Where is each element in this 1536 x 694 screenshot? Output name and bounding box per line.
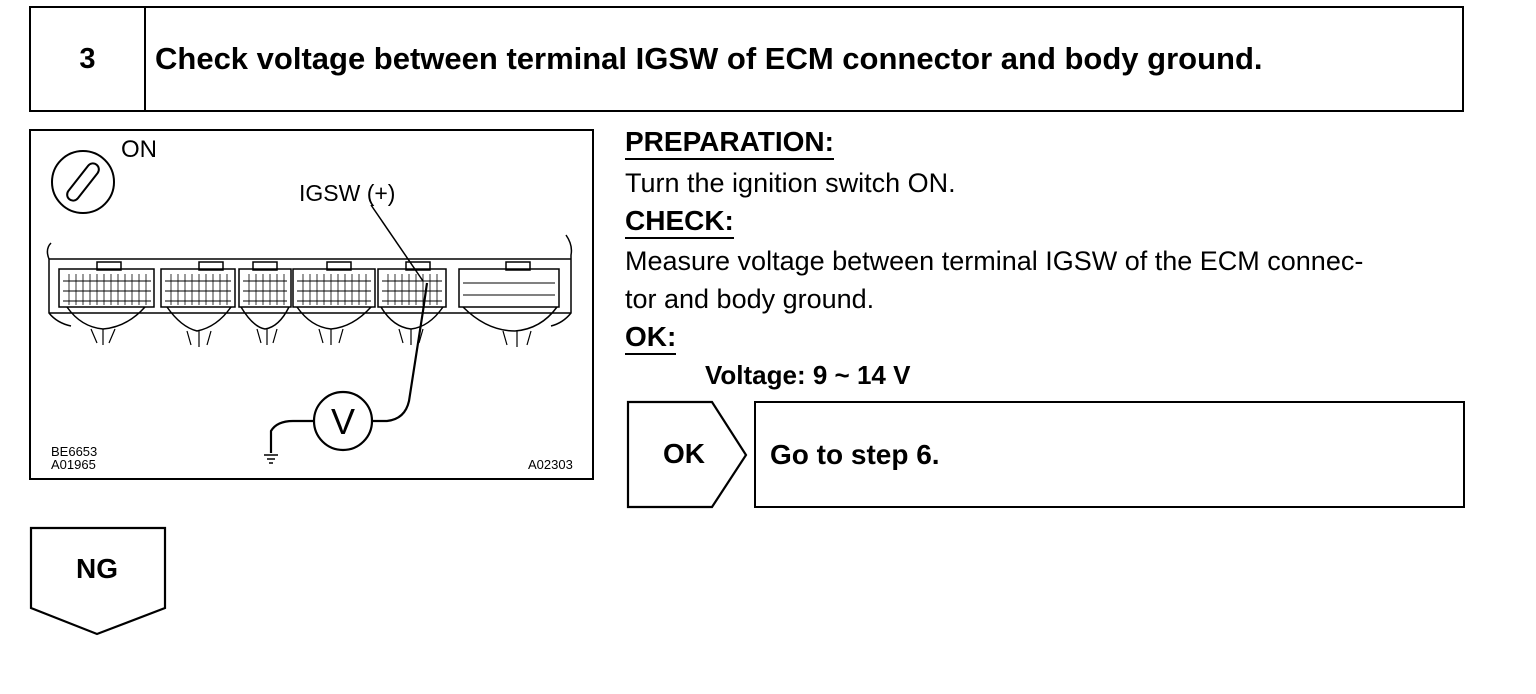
ok-arrow-box <box>626 400 748 509</box>
igsw-terminal-label: IGSW (+) <box>299 180 395 206</box>
ok-result-box: Go to step 6. <box>754 401 1465 508</box>
ecm-wiring-diagram: ON IGSW (+) <box>46 136 573 472</box>
ng-arrow-box <box>29 526 167 636</box>
ecm-connector-icon <box>46 234 573 347</box>
step-number: 3 <box>31 8 146 110</box>
preparation-text: Turn the ignition switch ON. <box>625 168 956 198</box>
ignition-on-label: ON <box>121 136 157 163</box>
ok-heading: OK: <box>625 322 677 355</box>
wiring-figure: ON IGSW (+) <box>29 129 594 480</box>
ng-label: NG <box>76 553 118 584</box>
step-title: Check voltage between terminal IGSW of E… <box>155 41 1263 76</box>
ok-result-text: Go to step 6. <box>770 438 940 470</box>
check-text-line-1: Measure voltage between terminal IGSW of… <box>625 246 1364 276</box>
ground-icon <box>264 454 278 464</box>
ignition-key-icon <box>51 150 115 214</box>
voltmeter-icon: V <box>312 390 374 452</box>
figure-code-1: BE6653 <box>51 444 97 459</box>
voltage-spec: Voltage: 9 ~ 14 V <box>705 360 911 390</box>
figure-code-2: A01965 <box>51 457 96 472</box>
voltmeter-symbol: V <box>331 401 355 442</box>
check-heading: CHECK: <box>625 206 734 239</box>
check-text-line-2: tor and body ground. <box>625 284 875 314</box>
ok-label: OK <box>663 438 705 469</box>
step-header: 3 Check voltage between terminal IGSW of… <box>29 6 1464 112</box>
preparation-heading: PREPARATION: <box>625 127 834 160</box>
figure-code-3: A02303 <box>528 457 573 472</box>
